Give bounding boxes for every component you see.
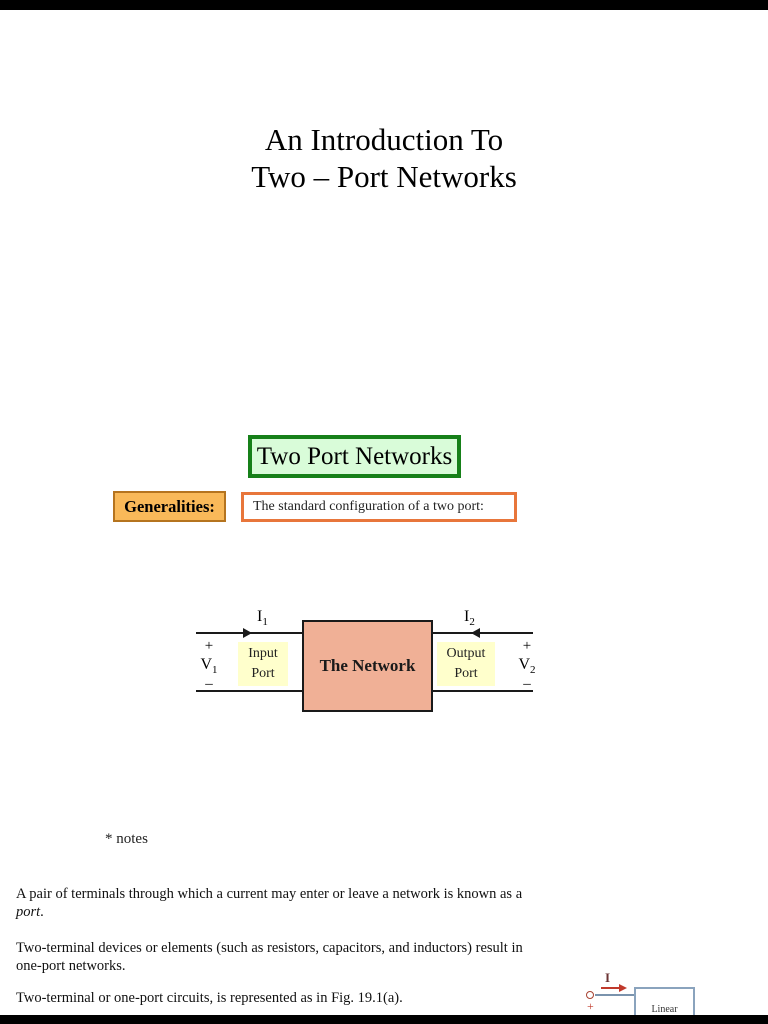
generalities-label: Generalities: [124,496,215,516]
terminal-node-icon [586,991,594,999]
paragraph-two-terminal-devices: Two-terminal devices or elements (such a… [16,939,523,975]
voltage-out-symbol: V [518,656,531,673]
paragraph-port-definition-line2: port. [16,903,522,921]
current-out-subscript: 2 [469,616,475,629]
network-box-label: The Network [319,656,416,675]
voltage-in-plus: + [204,638,214,654]
voltage-out-label: V2 [513,655,541,680]
page-title-line2: Two – Port Networks [251,159,517,194]
figure-current-label: I [605,970,611,985]
current-in-arrow-icon [243,628,252,638]
figure-current-arrow-line [601,987,621,989]
bottom-right-wire [432,690,533,692]
paragraph-one-port-circuits-line1: Two-terminal or one-port circuits, is re… [16,990,403,1006]
section-banner: Two Port Networks [248,435,461,478]
port-term-italic: port [16,904,41,920]
input-port-line2: Port [251,666,275,681]
top-right-wire [432,632,533,634]
bottom-left-wire [196,690,302,692]
voltage-in-group: + V1 – [195,638,223,693]
voltage-in-minus: – [205,676,213,693]
port-term-period: . [40,904,44,920]
paragraph-two-terminal-devices-line1: Two-terminal devices or elements (such a… [16,940,523,956]
output-port-label: Output Port [437,642,495,686]
paragraph-two-terminal-devices-line2: one-port networks. [16,958,126,974]
current-out-symbol: I [464,608,470,625]
section-banner-label: Two Port Networks [256,442,453,470]
notes-marker: * notes [105,831,148,847]
letterbox-top-bar [0,0,768,10]
figure-wire [595,994,635,996]
figure-linear-label: Linear [651,1004,678,1015]
voltage-out-group: + V2 – [513,638,541,693]
generalities-box: Generalities: [113,491,226,522]
network-box: The Network [302,620,433,712]
config-note-label: The standard configuration of a two port… [253,499,484,514]
current-out-arrow-icon [471,628,480,638]
voltage-out-minus: – [523,676,531,693]
current-in-subscript: 1 [262,616,268,629]
paragraph-one-port-circuits: Two-terminal or one-port circuits, is re… [16,989,403,1007]
figure-current-arrow-icon [619,984,627,992]
paragraph-port-definition-line1: A pair of terminals through which a curr… [16,886,523,902]
current-out-label: I2 [464,608,475,628]
current-in-label: I1 [257,608,268,628]
page-title: An Introduction To Two – Port Networks [0,121,768,195]
figure-plus-label: + [587,999,594,1013]
input-port-line1: Input [248,646,278,661]
config-note-box: The standard configuration of a two port… [241,492,517,522]
output-port-line2: Port [454,666,478,681]
paragraph-port-definition: A pair of terminals through which a curr… [16,885,522,921]
current-in-symbol: I [257,608,263,625]
voltage-out-plus: + [522,638,532,654]
voltage-in-subscript: 1 [212,664,218,677]
page-title-line1: An Introduction To [264,122,504,157]
input-port-label: Input Port [238,642,288,686]
voltage-out-subscript: 2 [530,664,536,677]
letterbox-bottom-bar [0,1015,768,1024]
voltage-in-label: V1 [195,655,223,680]
output-port-line1: Output [446,646,486,661]
voltage-in-symbol: V [200,656,213,673]
